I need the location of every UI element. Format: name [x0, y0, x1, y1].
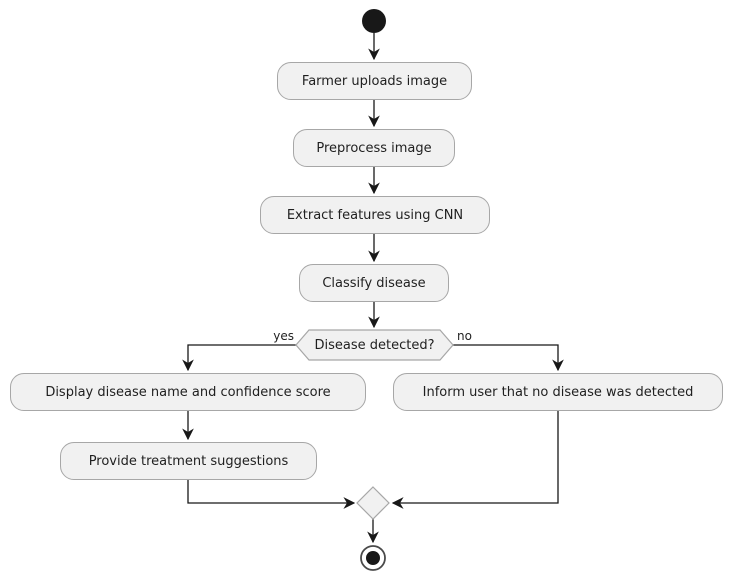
node-farmer-uploads-image: Farmer uploads image	[277, 62, 472, 100]
node-label: Disease detected?	[314, 337, 435, 353]
node-label: Extract features using CNN	[286, 207, 464, 223]
decision-node-label: Disease detected?	[296, 330, 453, 360]
node-label: Display disease name and confidence scor…	[45, 384, 331, 400]
node-label: Preprocess image	[316, 140, 432, 156]
edge-provide-to-merge	[187, 480, 356, 509]
node-label: Classify disease	[322, 275, 426, 291]
node-display-disease-name: Display disease name and confidence scor…	[10, 373, 366, 411]
edge-decision-yes-to-display	[182, 344, 296, 372]
decision-node-shape	[295, 329, 454, 361]
node-label: Provide treatment suggestions	[88, 453, 289, 469]
node-label: Inform user that no disease was detected	[422, 384, 694, 400]
node-preprocess-image: Preprocess image	[293, 129, 455, 167]
edge-inform-to-merge	[391, 411, 559, 509]
node-inform-no-disease: Inform user that no disease was detected	[393, 373, 723, 411]
edge-decision-no-to-inform	[453, 344, 564, 372]
merge-node	[356, 486, 390, 520]
start-node	[362, 9, 386, 33]
node-label: Farmer uploads image	[301, 73, 448, 89]
end-node-dot	[366, 551, 380, 565]
node-extract-features: Extract features using CNN	[260, 196, 490, 234]
branch-label-no: no	[457, 329, 472, 343]
node-classify-disease: Classify disease	[299, 264, 449, 302]
end-node-ring	[360, 545, 386, 571]
node-provide-treatment: Provide treatment suggestions	[60, 442, 317, 480]
branch-label-yes: yes	[273, 329, 294, 343]
